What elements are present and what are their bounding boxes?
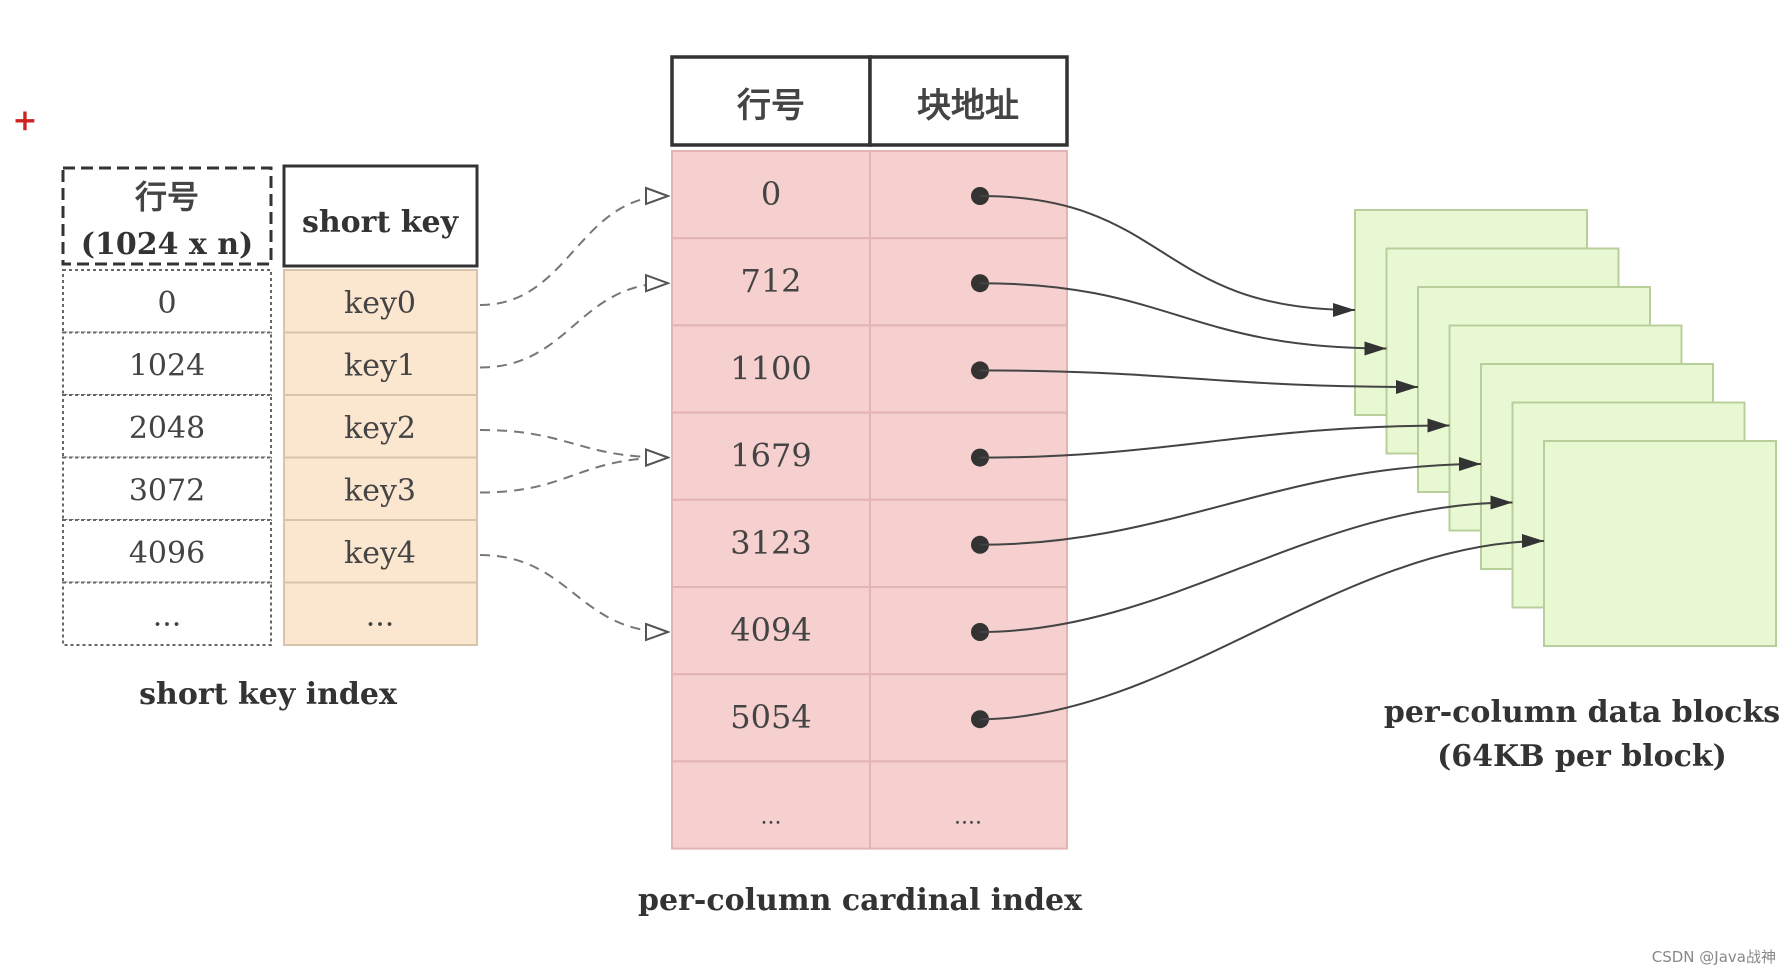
block-address-link xyxy=(979,495,1513,633)
data-blocks-caption-line2: (64KB per block) xyxy=(1437,739,1727,774)
cardinal-header-addr-label: 块地址 xyxy=(917,86,1019,126)
cardinal-row-cell xyxy=(671,324,871,414)
row-number-cell xyxy=(62,519,272,584)
block-address-link xyxy=(979,418,1450,459)
cardinal-index: 行号 块地址 0 712 1100 1679 3123 4094 5054....... p… xyxy=(638,55,1083,918)
short-key-value: key0 xyxy=(344,286,416,321)
short-key-cell xyxy=(283,519,478,584)
row-number-value: 0 xyxy=(157,286,176,321)
short-key-link xyxy=(479,458,668,494)
short-key-link xyxy=(479,554,668,632)
row-number-value: ... xyxy=(153,599,182,634)
row-number-header-range: (1024 x n) xyxy=(81,227,253,262)
cardinal-addr-ellipsis: .... xyxy=(954,804,982,829)
cardinal-row-cell xyxy=(671,760,871,850)
short-key-header-label: short key xyxy=(302,205,460,240)
cardinal-row-cell xyxy=(671,498,871,588)
short-key-to-cardinal-links xyxy=(479,196,668,632)
cardinal-rows: 0 712 1100 1679 3123 4094 5054....... xyxy=(671,150,1068,850)
row-number-value: 1024 xyxy=(129,349,205,384)
row-number-value: 3072 xyxy=(129,474,205,509)
cardinal-row-value: 1679 xyxy=(730,437,811,475)
cardinal-addr-cell xyxy=(869,760,1068,850)
data-blocks-caption-line1: per-column data blocks xyxy=(1384,695,1780,730)
row-number-cell xyxy=(62,331,272,396)
data-blocks xyxy=(1354,209,1777,647)
short-key-cell xyxy=(283,581,478,646)
cardinal-addr-cell xyxy=(869,586,1068,676)
block-address-link xyxy=(979,457,1482,546)
row-number-value: 2048 xyxy=(129,411,205,446)
row-number-header-box xyxy=(61,166,273,266)
cardinal-row-cell xyxy=(671,150,871,240)
row-number-cell xyxy=(62,581,272,646)
cardinal-index-caption: per-column cardinal index xyxy=(638,883,1083,918)
short-key-header-box xyxy=(282,164,479,268)
short-key-cell xyxy=(283,269,478,334)
row-number-value: 4096 xyxy=(129,536,205,571)
row-number-cell xyxy=(62,394,272,459)
block-address-link xyxy=(979,195,1356,317)
cardinal-addr-cell xyxy=(869,673,1068,763)
cardinal-row-cell xyxy=(671,411,871,501)
short-key-link xyxy=(479,429,668,458)
cardinal-header-addr-box xyxy=(868,55,1069,147)
cardinal-row-value: 4094 xyxy=(730,611,811,649)
cardinal-row-value: 712 xyxy=(740,262,801,300)
short-key-value: key4 xyxy=(344,536,416,571)
short-key-cell xyxy=(283,394,478,459)
row-number-header-label: 行号 xyxy=(135,178,199,216)
cardinal-addr-cell xyxy=(869,237,1068,327)
cardinal-addr-cell xyxy=(869,498,1068,588)
block-address-link xyxy=(979,534,1545,721)
short-key-value: key2 xyxy=(344,411,416,446)
block-address-link xyxy=(979,282,1387,356)
short-key-value: key3 xyxy=(344,474,416,509)
csdn-watermark: CSDN @Java战神 xyxy=(1652,948,1776,966)
short-key-link xyxy=(479,283,668,369)
cardinal-addr-cell xyxy=(869,150,1068,240)
short-key-rows: 0 1024 2048 3072 4096... key0 key1 key2 key3 key4… xyxy=(62,269,478,646)
cardinal-row-value: ... xyxy=(761,804,782,829)
short-key-value: ... xyxy=(366,599,395,634)
cardinal-row-value: 0 xyxy=(761,175,781,213)
block-address-link xyxy=(979,369,1419,394)
short-key-value: key1 xyxy=(344,349,416,384)
cardinal-row-value: 3123 xyxy=(730,524,811,562)
cardinal-row-value: 5054 xyxy=(730,698,811,736)
cardinal-addr-cell xyxy=(869,324,1068,414)
row-number-cell xyxy=(62,269,272,334)
short-key-link xyxy=(479,196,668,306)
cardinal-to-block-links xyxy=(979,195,1545,721)
short-key-index: 行号 (1024 x n) short key 0 1024 2048 3072 409… xyxy=(61,164,479,712)
plus-marker: + xyxy=(12,103,37,138)
cardinal-header-row-label: 行号 xyxy=(737,86,805,126)
data-block xyxy=(1543,440,1777,647)
short-key-cell xyxy=(283,456,478,521)
short-key-index-caption: short key index xyxy=(139,677,398,712)
cardinal-row-value: 1100 xyxy=(730,349,811,387)
cardinal-header-row-box xyxy=(670,55,872,147)
